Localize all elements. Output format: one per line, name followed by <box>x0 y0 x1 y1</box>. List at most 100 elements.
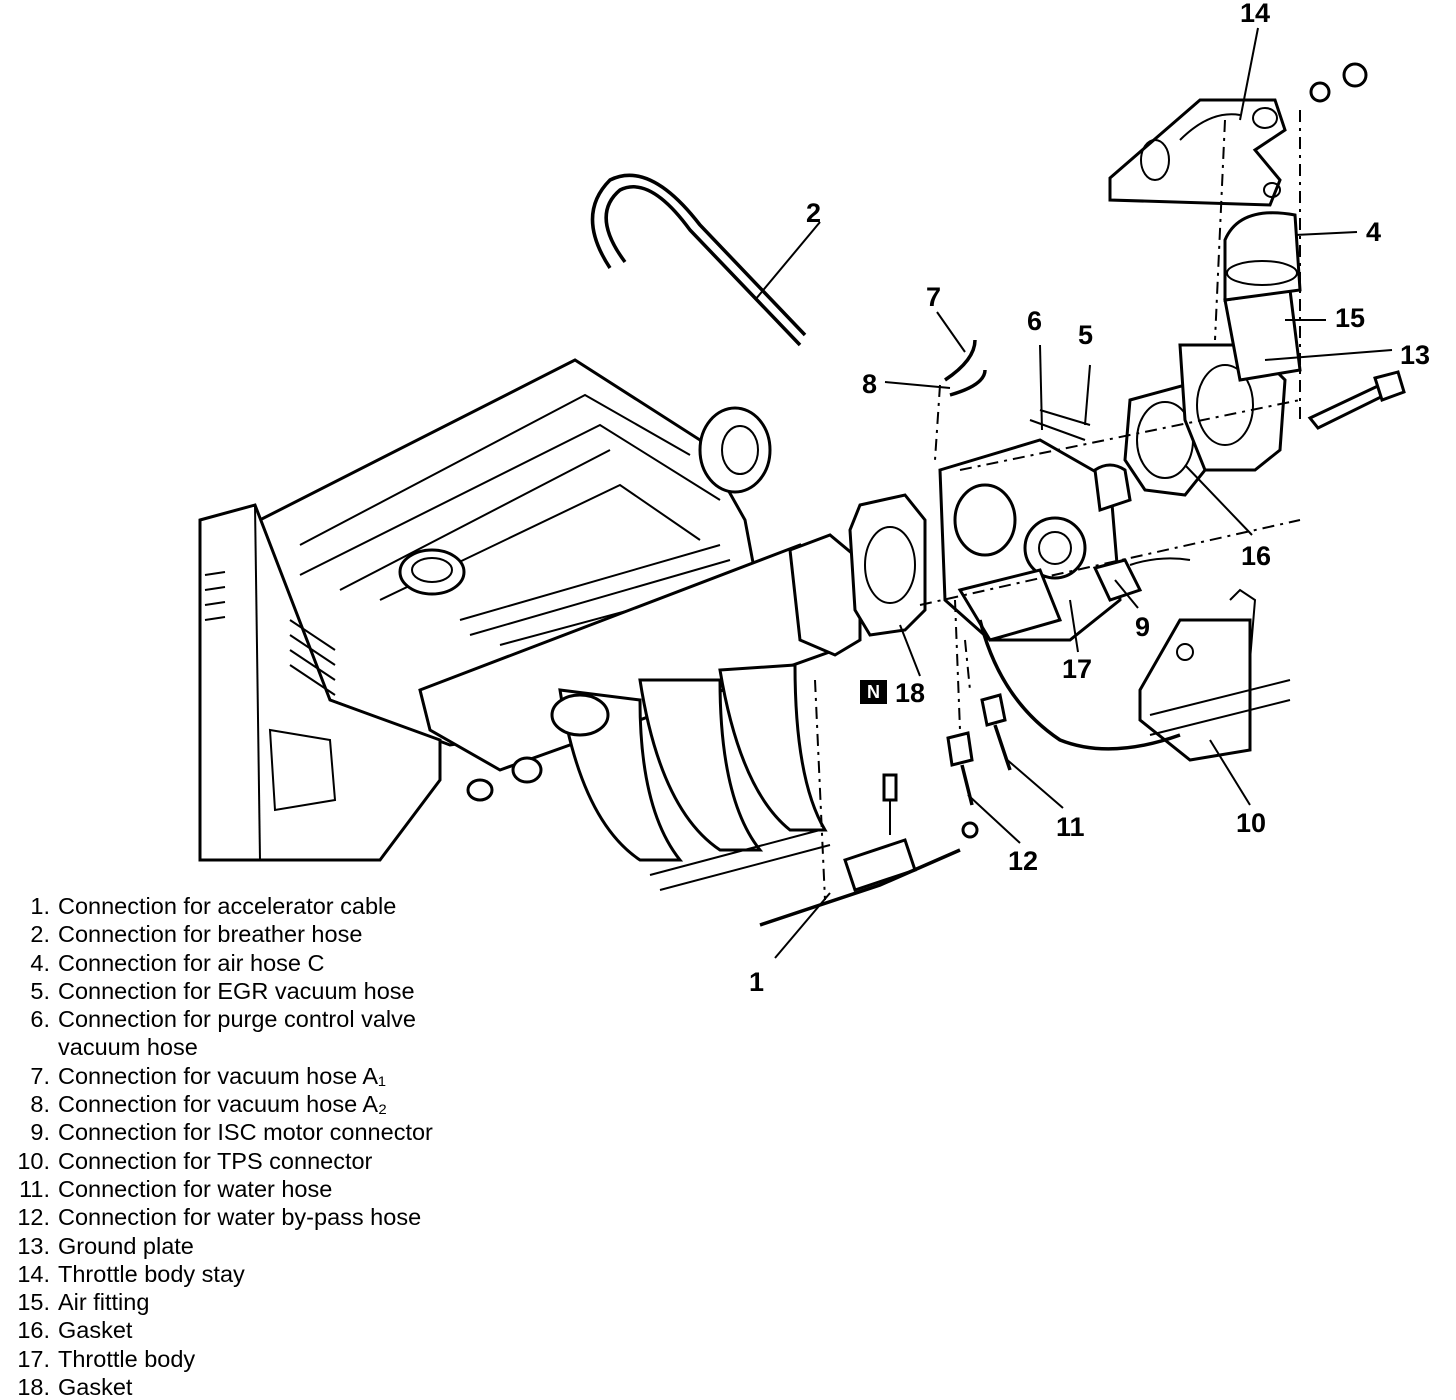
callout-6: 6 <box>1027 306 1042 336</box>
legend-text: Connection for EGR vacuum hose <box>58 977 415 1004</box>
legend-number: 5. <box>30 977 50 1004</box>
tps-harness <box>978 619 1181 751</box>
callout-13: 13 <box>1400 340 1430 370</box>
legend-text: Ground plate <box>58 1232 194 1259</box>
water-hose <box>993 724 1012 771</box>
legend-number: 15. <box>17 1289 50 1316</box>
callout-16: 16 <box>1241 541 1271 571</box>
legend-item: 16. Gasket <box>4 1316 544 1344</box>
legend-item: 4.Connection for air hose C <box>4 949 544 977</box>
leader-lines <box>754 27 1393 959</box>
throttle-body-stay <box>1108 98 1287 207</box>
callout-12: 12 <box>1008 846 1038 876</box>
cable-bracket <box>843 838 917 892</box>
vacuum-hose-a2 <box>949 369 987 397</box>
legend-text: Connection for vacuum hose A₁ <box>58 1062 386 1089</box>
n-badge: N <box>860 680 887 704</box>
legend-text: Connection for water hose <box>58 1175 333 1202</box>
legend-number: 14. <box>17 1260 50 1287</box>
callout-2: 2 <box>806 198 821 228</box>
legend-number: 11. <box>19 1175 50 1202</box>
water-bypass-clamp-12 <box>946 731 974 767</box>
legend-item: 2. Connection for breather hose <box>4 920 544 948</box>
legend-text: Gasket <box>58 1374 133 1400</box>
legend-item: 17. Throttle body <box>4 1345 544 1373</box>
parts-legend: 1. Connection for accelerator cable 2. Con… <box>4 892 544 1400</box>
legend-text: Connection for breather hose <box>58 921 363 948</box>
legend-number: 7. <box>30 1062 50 1089</box>
callout-14: 14 <box>1240 0 1270 28</box>
gasket-18 <box>848 493 927 637</box>
legend-item: 11. Connection for water hose <box>4 1175 544 1203</box>
water-bypass-hose <box>960 764 974 806</box>
callout-9: 9 <box>1135 612 1150 642</box>
legend-item: 12. Connection for water by-pass hose <box>4 1203 544 1231</box>
water-hose-clamp-11 <box>980 693 1007 727</box>
legend-item: 13. Ground plate <box>4 1232 544 1260</box>
legend-number: 18. <box>17 1374 50 1400</box>
legend-item: 6. Connection for purge control valve <box>4 1005 544 1033</box>
callout-4: 4 <box>1366 217 1381 247</box>
legend-text: Gasket <box>58 1317 133 1344</box>
legend-number: 12. <box>17 1204 50 1231</box>
legend-number: 9. <box>30 1119 50 1146</box>
callout-5: 5 <box>1078 320 1093 350</box>
callout-10: 10 <box>1236 808 1266 838</box>
legend-text: Connection for TPS connector <box>58 1147 373 1174</box>
louvres <box>204 571 336 696</box>
legend-text: Air fitting <box>58 1289 150 1316</box>
stay-washer <box>1342 62 1368 88</box>
bracket-bolt <box>882 773 898 802</box>
legend-text: Connection for vacuum hose A₂ <box>58 1091 388 1118</box>
stay-nut <box>1309 81 1331 103</box>
legend-item: 9. Connection for ISC motor connector <box>4 1118 544 1146</box>
legend-text: Throttle body stay <box>58 1260 245 1287</box>
legend-number: 10. <box>17 1147 50 1174</box>
legend-text: Throttle body <box>58 1345 196 1372</box>
air-hose-c <box>1223 211 1302 302</box>
legend-text: Connection for accelerator cable <box>58 893 397 919</box>
legend-text-continued: vacuum hose <box>58 1034 198 1061</box>
legend-number: 6. <box>30 1006 50 1033</box>
legend-item: 7. Connection for vacuum hose A₁ <box>4 1062 544 1090</box>
manifold-flange <box>788 533 862 657</box>
oil-filler-cap <box>398 548 466 596</box>
tps-connector <box>1138 588 1291 762</box>
legend-number: 8. <box>30 1091 50 1118</box>
air-fitting <box>1223 288 1302 382</box>
legend-number: 1. <box>30 893 50 919</box>
legend-text: Connection for purge control valve <box>58 1006 416 1033</box>
breather-hose <box>604 185 802 347</box>
legend-text: Connection for water by-pass hose <box>58 1204 422 1231</box>
callout-1: 1 <box>749 967 764 997</box>
legend-item: 1. Connection for accelerator cable <box>4 892 544 920</box>
callout-11: 11 <box>1056 812 1085 842</box>
legend-item: 18. Gasket <box>4 1373 544 1400</box>
callouts: 1 2 4 5 6 7 8 9 10 11 12 13 14 15 16 17 … <box>749 0 1430 997</box>
cylinder-head <box>198 503 442 862</box>
throttle-body <box>938 409 1132 642</box>
legend-item: 10. Connection for TPS connector <box>4 1147 544 1175</box>
accelerator-cable <box>759 848 961 927</box>
legend-number: 2. <box>30 921 50 948</box>
callout-8: 8 <box>862 369 877 399</box>
legend-number: 17. <box>17 1345 50 1372</box>
intake-manifold <box>418 543 842 862</box>
callout-15: 15 <box>1335 303 1365 333</box>
callout-7: 7 <box>926 282 941 312</box>
legend-item: 15. Air fitting <box>4 1288 544 1316</box>
legend-item: 14. Throttle body stay <box>4 1260 544 1288</box>
legend-number: 16. <box>17 1317 50 1344</box>
legend-item: 8. Connection for vacuum hose A₂ <box>4 1090 544 1118</box>
mounting-bolt <box>1307 383 1388 430</box>
vacuum-hose-a1 <box>944 339 977 382</box>
engine-assembly <box>198 358 862 891</box>
legend-number: 4. <box>30 949 50 976</box>
callout-17: 17 <box>1062 654 1092 684</box>
legend-number: 13. <box>17 1232 50 1259</box>
isc-motor-connector <box>1092 558 1143 602</box>
callout-18: 18 <box>895 678 925 708</box>
legend-text: Connection for ISC motor connector <box>58 1119 433 1146</box>
